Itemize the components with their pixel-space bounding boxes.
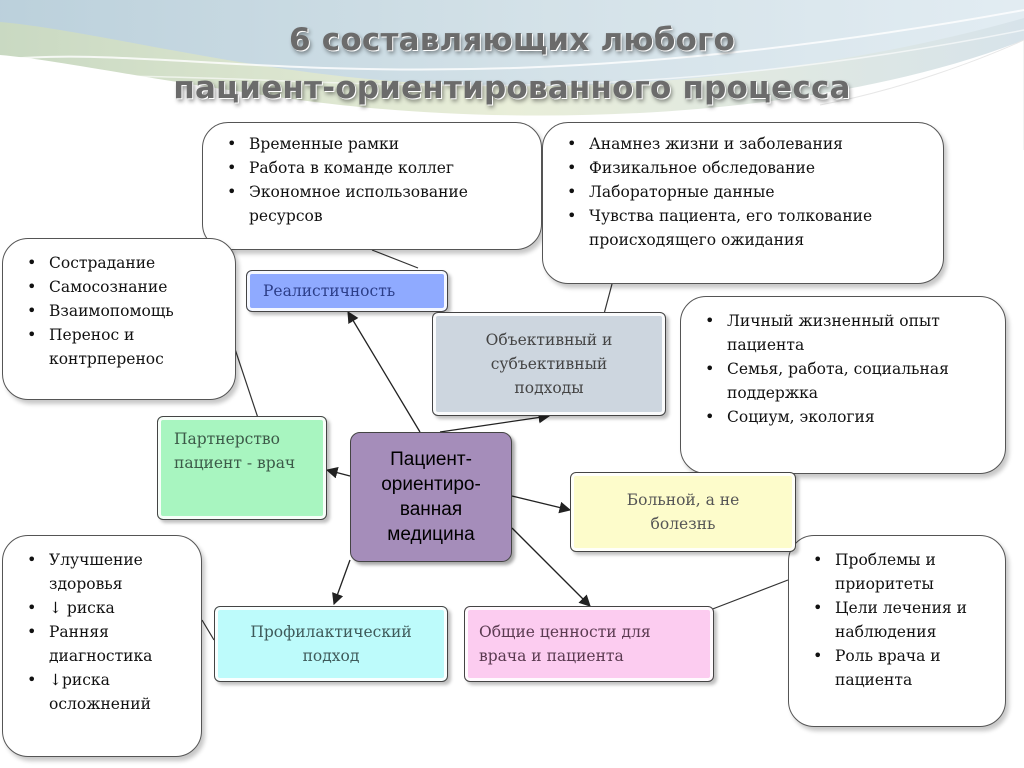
callout-values: Проблемы и приоритеты Цели лечения и наб… [788, 535, 1006, 727]
callout-item: Личный жизненный опыт пациента [695, 309, 967, 357]
node-prevention: Профилактический подход [214, 606, 448, 682]
callout-item: Временные рамки [217, 132, 531, 156]
callout-item: Перенос и контрперенос [17, 323, 179, 371]
node-partnership-line: пациент - врач [174, 454, 296, 472]
node-patient-line: Больной, а не [626, 491, 740, 509]
node-center-line: медицина [387, 524, 475, 545]
node-shared-values: Общие ценности для врача и пациента [464, 606, 714, 682]
callout-item: Экономное использование ресурсов [217, 180, 499, 228]
node-values-line: Общие ценности для [479, 623, 651, 641]
callout-item: Проблемы и приоритеты [803, 548, 965, 596]
callout-item: ↓ риска [17, 596, 195, 620]
node-prevention-line: Профилактический [250, 623, 412, 641]
callout-partnership: Сострадание Самосознание Взаимопомощь Пе… [2, 238, 236, 400]
callout-realism: Временные рамки Работа в команде коллег … [202, 122, 542, 250]
callout-item: Работа в команде коллег [217, 156, 531, 180]
node-center-patient-oriented-medicine: Пациент- ориентиро- ванная медицина [350, 432, 512, 562]
callout-item: Анамнез жизни и заболевания [557, 132, 933, 156]
node-values-line: врача и пациента [479, 647, 624, 665]
node-approach: Объективный и субъективный подходы [432, 312, 666, 416]
callout-item: ↓риска осложнений [17, 668, 159, 716]
callout-approach: Анамнез жизни и заболевания Физикальное … [542, 122, 944, 284]
callout-item: Сострадание [17, 251, 227, 275]
callout-item: Физикальное обследование [557, 156, 933, 180]
node-approach-line: подходы [514, 379, 584, 397]
callout-item: Чувства пациента, его толкование происхо… [557, 204, 919, 252]
node-partnership-line: Партнерство [174, 430, 280, 448]
callout-item: Социум, экология [695, 405, 997, 429]
node-partnership: Партнерство пациент - врач [157, 416, 327, 520]
node-center-line: Пациент- [390, 449, 472, 470]
page-title-line-1: 6 составляющих любого [289, 22, 735, 58]
node-patient-line: болезнь [650, 515, 716, 533]
callout-item: Самосознание [17, 275, 227, 299]
callout-item: Лабораторные данные [557, 180, 933, 204]
page-title-line-2: пациент-ориентированного процесса [173, 70, 851, 106]
node-approach-line: субъективный [490, 355, 608, 373]
callout-patient: Личный жизненный опыт пациента Семья, ра… [680, 296, 1006, 474]
callout-item: Семья, работа, социальная поддержка [695, 357, 997, 405]
callout-item: Цели лечения и наблюдения [803, 596, 1005, 644]
node-patient-not-disease: Больной, а не болезнь [570, 472, 796, 552]
node-center-line: ванная [399, 499, 463, 520]
node-realism: Реалистичность [246, 270, 448, 312]
node-realism-label: Реалистичность [263, 282, 396, 300]
callout-item: Улучшение здоровья [17, 548, 159, 596]
node-prevention-line: подход [302, 647, 360, 665]
callout-item: Ранняя диагностика [17, 620, 189, 668]
node-approach-line: Объективный и [485, 331, 613, 349]
callout-item: Взаимопомощь [17, 299, 227, 323]
callout-item: Роль врача и пациента [803, 644, 975, 692]
node-center-line: ориентиро- [381, 474, 481, 495]
callout-prevention: Улучшение здоровья ↓ риска Ранняя диагно… [2, 535, 202, 757]
